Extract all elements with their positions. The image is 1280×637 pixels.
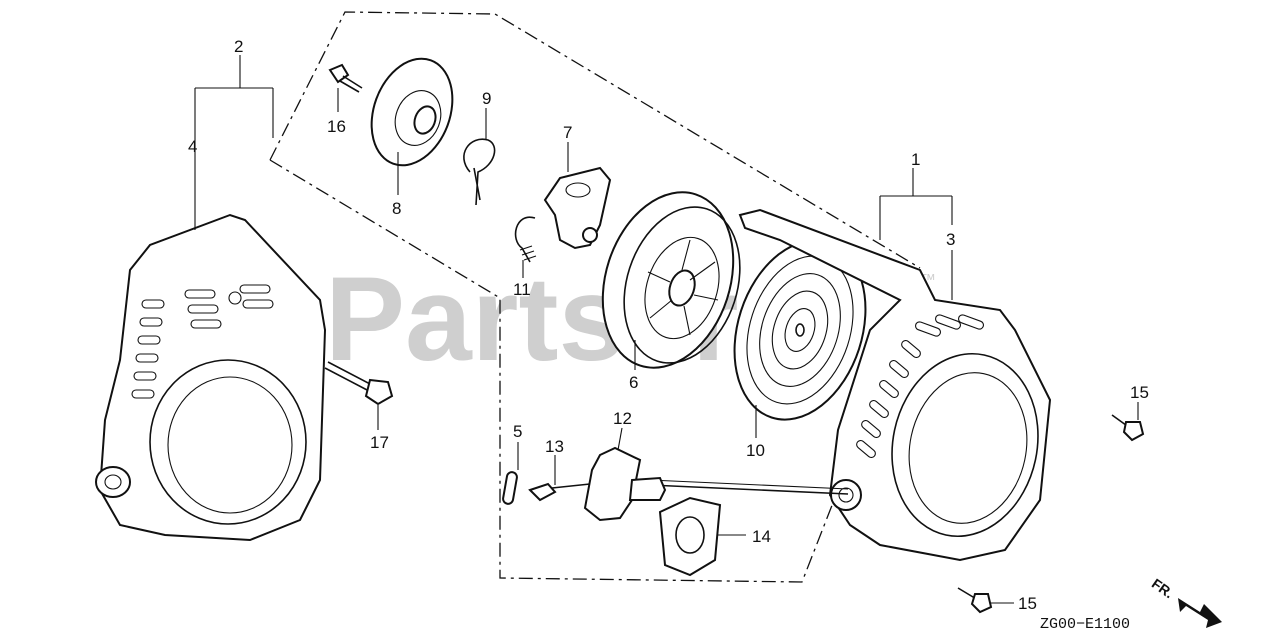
- callout-17: 17: [370, 433, 389, 452]
- callout-2: 2: [234, 37, 243, 56]
- callout-7: 7: [563, 123, 572, 142]
- callout-5: 5: [513, 422, 522, 441]
- front-direction-arrow-icon: [1178, 598, 1222, 628]
- bolt-part-15-upper: [1111, 414, 1145, 442]
- clip-part-9: [463, 138, 496, 206]
- diagram-code: ZG00−E1100: [1040, 616, 1130, 633]
- front-direction-indicator: FR.: [1149, 575, 1222, 628]
- ratchet-part-7: [543, 166, 612, 250]
- callout-12: 12: [613, 409, 632, 428]
- callout-14: 14: [752, 527, 771, 546]
- bolt-part-16: [328, 63, 363, 93]
- callout-11: 11: [513, 280, 531, 299]
- callout-10: 10: [746, 441, 765, 460]
- spiral-spring-part-10: [733, 239, 867, 421]
- bolt-part-17: [324, 361, 394, 406]
- callout-15-upper: 15: [1130, 383, 1149, 402]
- spring-part-11: [514, 216, 537, 263]
- callout-13: 13: [545, 437, 564, 456]
- callout-4: 4: [188, 137, 197, 156]
- callout-15-lower: 15: [1018, 594, 1037, 613]
- callout-labels: 1 2 3 4 5 6 7 8 9 10 11 12 13 14 15 15 1…: [188, 37, 1149, 613]
- leader-lines: [194, 55, 1139, 604]
- callout-3: 3: [946, 230, 955, 249]
- callout-6: 6: [629, 373, 638, 392]
- starter-rope: [649, 479, 849, 495]
- reel-part-6: [601, 191, 741, 369]
- callout-16: 16: [327, 117, 346, 136]
- pin-part-5: [502, 471, 518, 505]
- callout-8: 8: [392, 199, 401, 218]
- starter-case-part-3: [738, 208, 1052, 562]
- front-direction-label: FR.: [1149, 575, 1177, 601]
- pin-part-13: [528, 482, 591, 502]
- rope-guide-part-14: [658, 496, 722, 577]
- callout-9: 9: [482, 89, 491, 108]
- bolt-part-15-lower: [957, 587, 993, 614]
- disc-part-8: [370, 57, 454, 167]
- callout-1: 1: [911, 150, 920, 169]
- handle-part-12: [583, 446, 667, 522]
- fan-cover-part: [95, 213, 327, 542]
- assembly-outline: [269, 11, 921, 583]
